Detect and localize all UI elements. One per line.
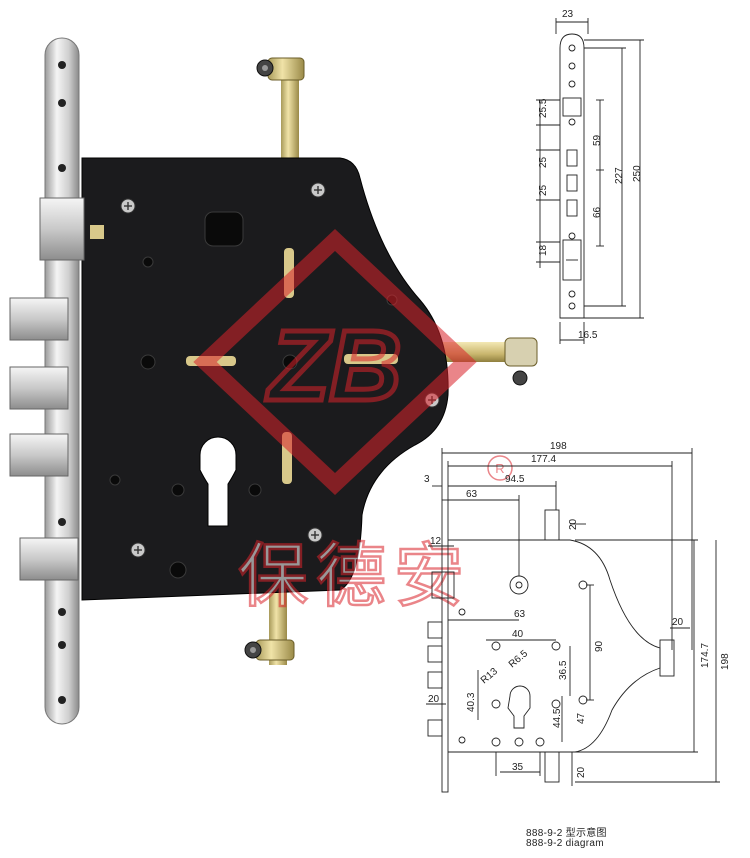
dim-side-25-5: 25.5 bbox=[538, 98, 549, 118]
front-view-drawing bbox=[426, 448, 720, 793]
dim-side-18: 18 bbox=[538, 244, 549, 256]
dim-front-r13: R13 bbox=[479, 666, 500, 687]
cylinder-hole bbox=[199, 436, 237, 527]
dim-side-66: 66 bbox=[592, 206, 603, 218]
deadbolt-2 bbox=[9, 366, 69, 410]
dim-front-35: 35 bbox=[512, 762, 524, 773]
deadbolt-1 bbox=[9, 297, 69, 341]
dim-front-63-top: 63 bbox=[466, 489, 478, 500]
deadbolt-3 bbox=[9, 433, 69, 477]
dim-front-20-top: 20 bbox=[568, 518, 579, 530]
dim-side-250: 250 bbox=[632, 165, 643, 182]
dim-front-90: 90 bbox=[594, 640, 605, 652]
top-rod bbox=[256, 57, 305, 165]
dim-side-25-b: 25 bbox=[538, 184, 549, 196]
dim-front-47: 47 bbox=[576, 712, 587, 724]
dim-side-23: 23 bbox=[562, 9, 574, 20]
dim-front-63-mid: 63 bbox=[514, 609, 526, 620]
dim-side-16-5: 16.5 bbox=[578, 330, 598, 341]
dim-front-177-4: 177.4 bbox=[531, 454, 556, 465]
dim-front-174-7: 174.7 bbox=[700, 643, 711, 668]
watermark-logo: ZB R 保德安 bbox=[193, 229, 513, 618]
dim-front-94-5: 94.5 bbox=[505, 474, 525, 485]
latch-bolt bbox=[39, 197, 85, 261]
deadbolt-4 bbox=[19, 537, 79, 581]
registered-mark-letter: R bbox=[495, 461, 504, 476]
dim-front-36-5: 36.5 bbox=[558, 660, 569, 680]
watermark-logo-text: ZB bbox=[265, 310, 401, 422]
dim-front-198: 198 bbox=[550, 441, 567, 452]
dim-front-r6-5: R6.5 bbox=[507, 648, 531, 670]
side-view-drawing bbox=[536, 18, 644, 344]
dim-front-44-5: 44.5 bbox=[552, 708, 563, 728]
caption-chinese: 888-9-2 型示意图 bbox=[526, 828, 607, 839]
side-view-dimension-labels: 23 25.5 25 25 18 59 66 227 250 16.5 bbox=[538, 9, 643, 341]
caption-english: 888-9-2 diagram bbox=[526, 838, 604, 849]
dim-front-20-left: 20 bbox=[428, 694, 440, 705]
dim-front-20-bottom: 20 bbox=[576, 766, 587, 778]
dim-front-40-3: 40.3 bbox=[466, 692, 477, 712]
dim-side-25-a: 25 bbox=[538, 156, 549, 168]
dim-side-227: 227 bbox=[614, 167, 625, 184]
registered-mark bbox=[487, 455, 513, 481]
watermark-brand-text: 保德安 bbox=[238, 535, 472, 617]
side-rod bbox=[440, 337, 538, 386]
bottom-rod bbox=[244, 585, 295, 665]
dim-front-3: 3 bbox=[424, 474, 430, 485]
dim-front-40: 40 bbox=[512, 629, 524, 640]
dim-front-20-right: 20 bbox=[672, 617, 684, 628]
dim-front-198-height: 198 bbox=[720, 653, 731, 670]
dim-front-12: 12 bbox=[430, 536, 442, 547]
dim-side-59: 59 bbox=[592, 134, 603, 146]
